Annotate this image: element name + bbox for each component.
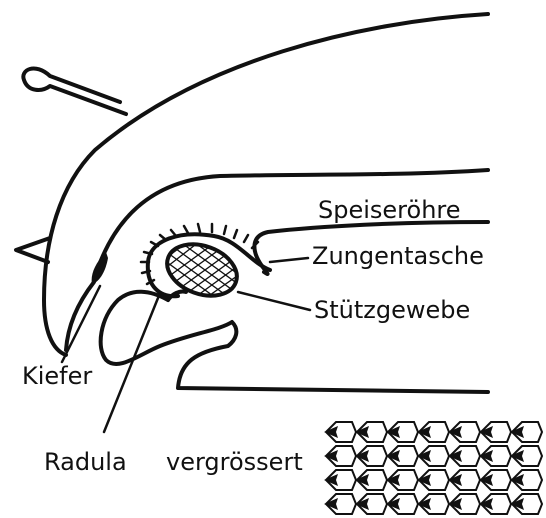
stuetzgewebe-leader xyxy=(238,292,310,310)
jaw xyxy=(92,252,108,284)
enlarged-radula-teeth xyxy=(324,422,542,514)
mouth-lip xyxy=(66,282,94,350)
kiefer-leader xyxy=(62,286,100,362)
label-radula: Radula xyxy=(44,448,127,476)
label-vergroessert: vergrössert xyxy=(166,448,303,476)
label-zungentasche: Zungentasche xyxy=(312,242,484,270)
zungentasche-leader xyxy=(270,258,308,262)
label-kiefer: Kiefer xyxy=(22,362,92,390)
label-speiseroehre: Speiseröhre xyxy=(318,196,461,224)
label-stuetzgewebe: Stützgewebe xyxy=(314,296,470,324)
tentacle xyxy=(23,68,126,114)
